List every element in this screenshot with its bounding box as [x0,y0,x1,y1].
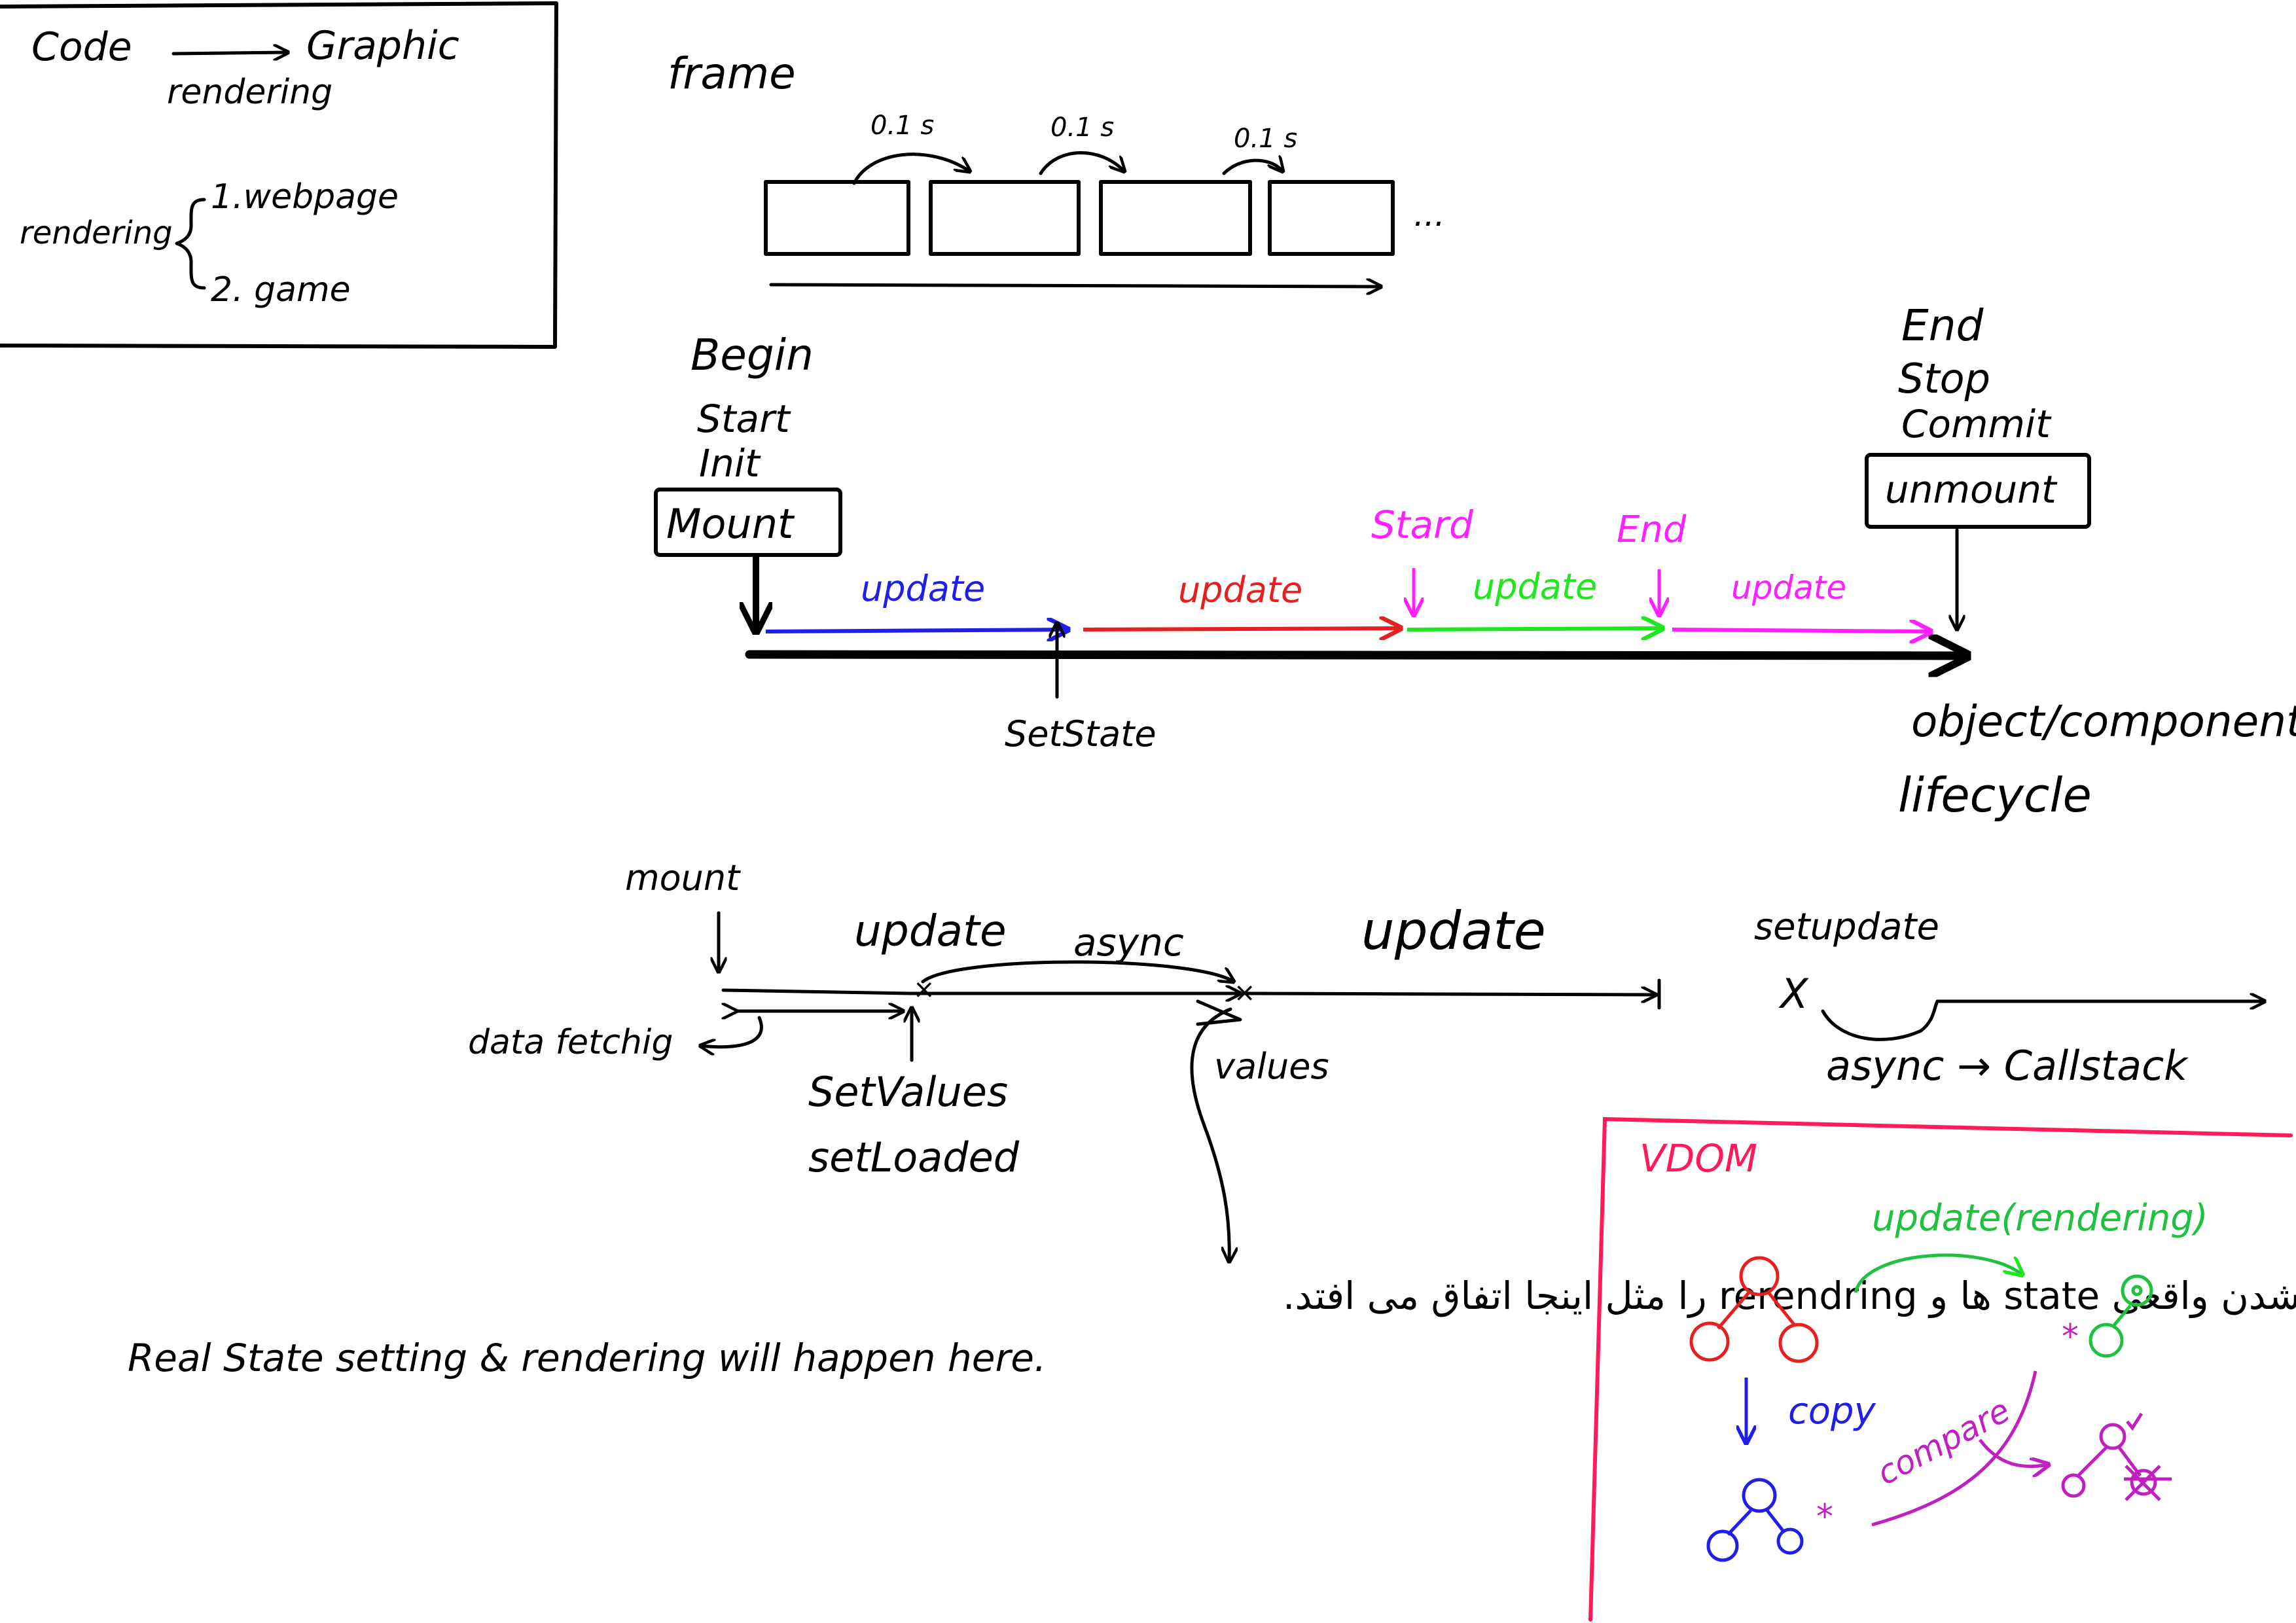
legend-rendering-label: rendering [20,215,173,251]
lifecycle-start: Start [697,397,791,441]
frame-interval-arrow-3 [1222,160,1283,173]
update-segment-magenta [1672,630,1931,632]
update-label-blue: update [861,568,985,609]
frame-box-1 [764,180,910,256]
frame-box-2 [929,180,1081,256]
setstate-label: SetState [1005,713,1157,755]
lifecycle-caption-1: object/component [1911,696,2296,747]
vdom-title: VDOM [1640,1136,1757,1181]
setvalues-label: SetValues [808,1068,1008,1116]
mount-box-label: Mount [666,500,795,548]
vdom-update-label: update(rendering) [1872,1197,2208,1240]
lifecycle-start-marker: Stard [1371,503,1474,547]
frame-box-3 [1099,180,1252,256]
lifecycle-axis [745,654,1967,656]
lifecycle-commit: Commit [1901,402,2052,446]
async-jump-arrow [921,960,1234,982]
note-section: ست شدن واقعی state ها و rerendring را مث… [128,1274,2296,1380]
update-label-green: update [1473,566,1597,607]
vdom-compare-arrow [1979,1438,2049,1467]
async-update-label-2: update [1361,901,1546,961]
frame-section: frame 0.1 s 0.1 s 0.1 s ... [668,48,1445,287]
note-persian: ست شدن واقعی state ها و rerendring را مث… [1283,1274,2296,1319]
frame-interval-arrow-1 [852,152,970,185]
vdom-changed-star-2: * [1816,1497,1833,1537]
data-fetching-label: data fetchig [468,1023,673,1062]
unmount-box-label: unmount [1885,467,2058,512]
values-label: values [1214,1046,1329,1087]
vdom-changed-star-1: * [2062,1317,2079,1357]
async-label: async [1073,920,1184,965]
vdom-update-arrow [1854,1253,2022,1293]
update-segment-blue [765,630,1068,632]
frame-time-arrow [769,285,1381,287]
update-label-magenta: update [1731,569,1846,607]
update-segment-green [1407,628,1662,630]
async-merge-mark [1196,999,1242,1026]
mount-box [654,488,842,557]
callstack-section: setupdate X async → Callstack [1754,906,2267,1090]
frame-interval-label-3: 0.1 s [1234,124,1297,154]
update-cross-2: × [1234,978,1256,1008]
lifecycle-section: Begin Start Init Mount End Stop Commit u… [654,300,2296,823]
lifecycle-stop: Stop [1898,355,1990,402]
async-mount-label: mount [625,857,741,899]
data-fetching-arrow [700,1016,763,1047]
vdom-copy-label: copy [1788,1390,1876,1433]
callstack-jump-arrow [1821,999,1939,1041]
update-label-red: update [1178,569,1302,611]
legend-rendering-arrow-label: rendering [167,73,332,112]
vdom-box: VDOM update(rendering) * copy [1588,1116,2293,1622]
legend-item-game: 2. game [211,270,351,310]
vdom-tree-original [1689,1256,1819,1363]
setloaded-label: setLoaded [808,1133,1020,1181]
vdom-tree-copy [1706,1478,1804,1562]
frame-interval-arrow-2 [1039,151,1124,175]
legend-box: Code Graphic rendering rendering 1.webpa… [0,1,558,349]
update-segment-red [1083,628,1401,630]
frame-box-4 [1268,180,1395,256]
frame-ellipsis: ... [1414,196,1445,234]
note-english: Real State setting & rendering will happ… [128,1336,1046,1380]
lifecycle-caption-2: lifecycle [1898,768,2092,823]
async-timeline-a [721,988,912,995]
legend-code: Code [31,24,132,70]
async-update-label-1: update [854,906,1007,956]
values-down-arrow [1190,1007,1230,1262]
vdom-compare-label: compare [1871,1391,2016,1493]
legend-item-webpage: 1.webpage [211,177,399,217]
async-flow-section: mount data fetchig update × async × upda… [468,857,1661,1262]
async-timeline-c [1242,993,1656,995]
setupdate-label: setupdate [1754,906,1939,948]
vdom-tree-compared [2061,1412,2172,1501]
legend-brace [175,198,206,290]
lifecycle-end-marker: End [1617,508,1687,551]
vdom-compare-curve [1871,1370,2037,1527]
setupdate-x-mark: X [1778,970,1809,1018]
unmount-box [1865,453,2091,529]
lifecycle-begin: Begin [691,330,814,380]
frame-title: frame [668,48,796,99]
vdom-tree-updated [2089,1274,2153,1358]
lifecycle-init: Init [699,441,761,486]
vdom-border [1588,1116,2293,1622]
frame-interval-label-2: 0.1 s [1050,113,1114,143]
frame-interval-label-1: 0.1 s [870,111,934,141]
callstack-async-label: async → Callstack [1826,1042,2189,1090]
legend-graphic: Graphic [306,23,459,69]
lifecycle-end: End [1901,300,1984,351]
